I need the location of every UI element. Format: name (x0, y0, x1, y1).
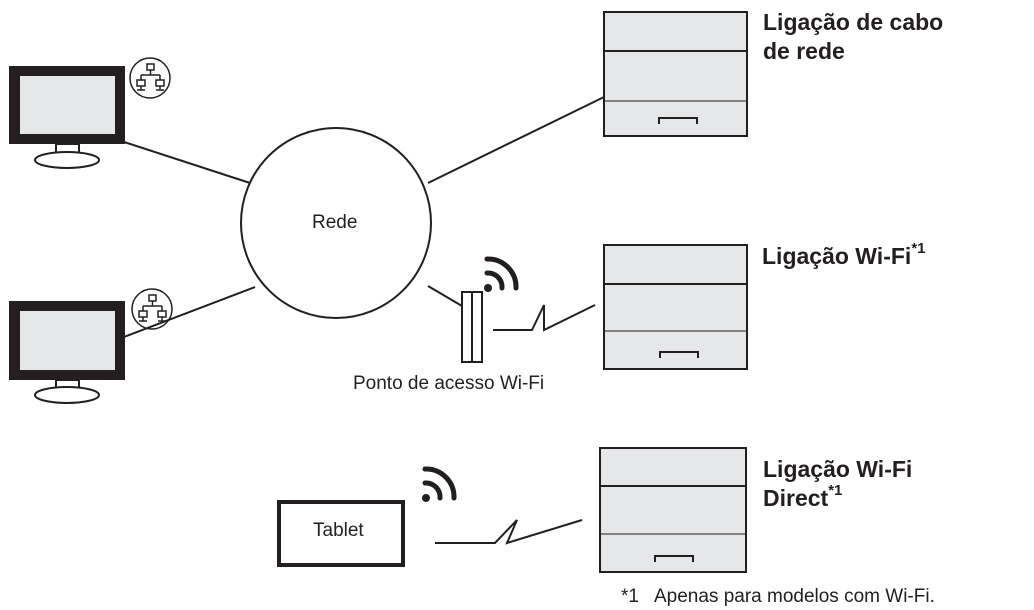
printer-cable (603, 11, 748, 137)
wifi-direct-connection-label: Ligação Wi-Fi Direct*1 (763, 455, 912, 513)
access-point-device (461, 291, 483, 363)
footnote-text: Apenas para modelos com Wi-Fi. (653, 586, 935, 607)
tablet-device (277, 500, 405, 567)
wifi-signal-icon (422, 466, 457, 502)
wifi-direct-label-line1: Ligação Wi-Fi (763, 456, 913, 482)
wifi-direct-label-line2: Direct (763, 485, 829, 511)
link-pc1-network (123, 141, 251, 184)
access-point-label: Ponto de acesso Wi-Fi (353, 373, 545, 394)
wifi-link-zigzag (493, 304, 596, 332)
network-port-icon (131, 288, 173, 330)
footnote: *1 Apenas para modelos com Wi-Fi. (621, 586, 935, 608)
wifi-direct-footnote-ref: *1 (828, 482, 843, 500)
cable-connection-label-line1: Ligação de cabo (763, 9, 944, 35)
network-port-icon (129, 57, 171, 99)
wifi-direct-link-zigzag (435, 519, 583, 545)
network-label: Rede (312, 212, 358, 233)
network-circle (240, 127, 432, 319)
cable-connection-label: Ligação de cabo de rede (763, 8, 943, 66)
link-network-printer-cable (427, 96, 605, 184)
footnote-mark: *1 (621, 586, 639, 607)
computer-1 (9, 66, 125, 169)
wifi-connection-label: Ligação Wi-Fi*1 (762, 240, 926, 271)
wifi-direct-label-line2-wrap: Direct*1 (763, 482, 912, 513)
link-network-access-point (427, 285, 463, 307)
wifi-signal-icon (484, 256, 519, 292)
printer-wifi-direct (599, 447, 747, 573)
tablet-label: Tablet (313, 520, 364, 541)
wifi-connection-label-text: Ligação Wi-Fi (762, 243, 912, 269)
cable-connection-label-line2: de rede (763, 38, 845, 64)
link-pc2-network (123, 286, 256, 338)
computer-2 (9, 301, 125, 404)
printer-wifi (603, 244, 748, 370)
wifi-connection-footnote-ref: *1 (911, 240, 926, 258)
